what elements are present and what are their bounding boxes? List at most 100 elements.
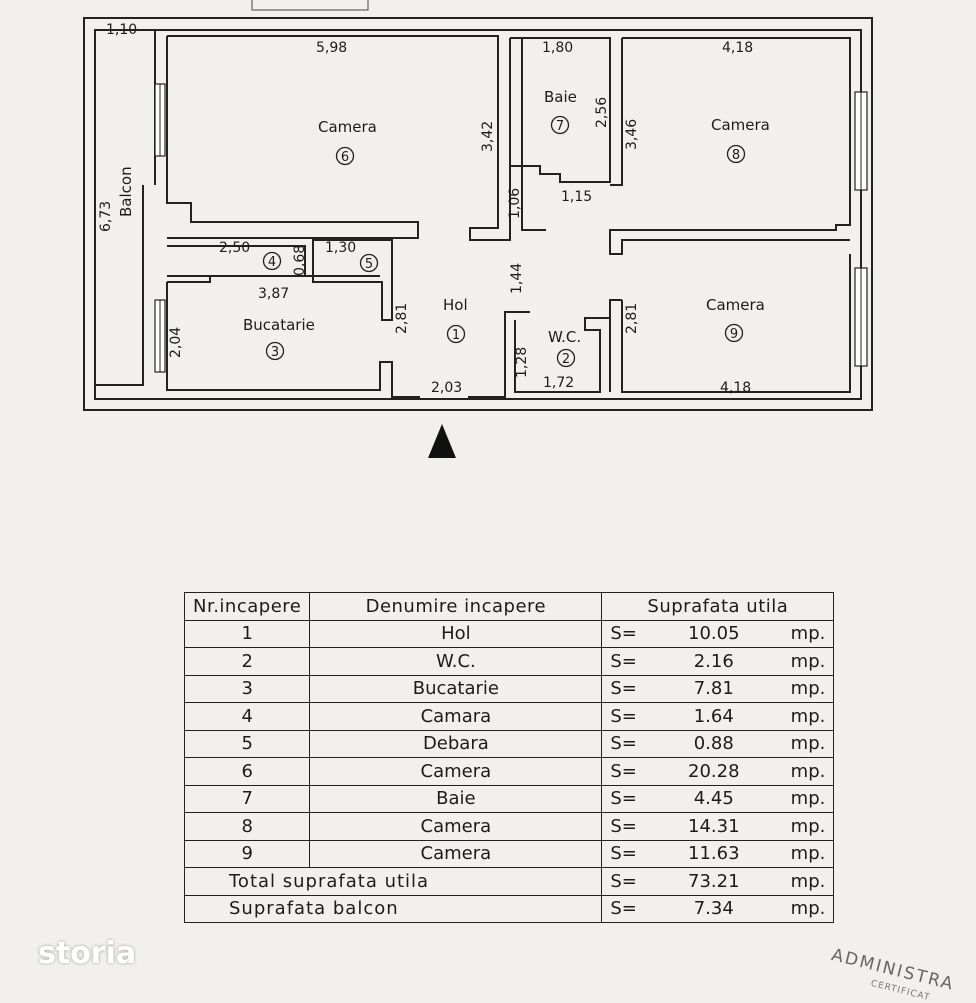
area-symbol: S= [610,788,637,810]
room-name-cell: Baie [309,784,603,813]
room-area-table: Nr.incapere Denumire incapere Suprafata … [183,592,835,923]
area-symbol: S= [610,815,637,837]
room-label-2: W.C. [548,328,581,346]
area-unit: mp. [790,623,826,645]
dim-bath-lower-w: 1,15 [561,189,592,205]
area-cell: S= 10.05 mp. [601,619,835,648]
area-cell: S= 20.28 mp. [601,757,835,786]
room-number-2: 2 [562,352,570,367]
room-label-7: Baie [544,88,577,106]
room-number-7: 7 [556,119,564,134]
area-value: 14.31 [688,815,740,837]
area-symbol: S= [610,870,637,892]
dim-room9-width: 4,18 [720,380,751,396]
header-room-number: Nr.incapere [183,592,311,621]
room-number-5: 5 [365,257,373,272]
area-unit: mp. [790,898,826,920]
area-value: 7.81 [693,678,734,700]
area-value: 20.28 [688,760,740,782]
area-value: 10.05 [688,623,740,645]
area-unit: mp. [790,815,826,837]
dim-closet-width: 1,30 [325,240,356,256]
area-value: 0.88 [693,733,734,755]
room-number-cell: 2 [183,647,311,676]
dim-room8-height: 3,46 [624,119,640,150]
room-label-9: Camera [706,296,765,314]
room-number-cell: 3 [183,674,311,703]
dim-room6-height: 3,42 [480,121,496,152]
room-number-cell: 6 [183,757,311,786]
room-name-cell: Camera [309,812,603,841]
dim-pantry-width: 2,50 [219,240,250,256]
dim-wc-height: 1,28 [514,347,530,378]
area-cell: S= 7.81 mp. [601,674,835,703]
table-row: 7 Baie S= 4.45 mp. [183,784,835,813]
floor-plan: 1,10 6,73 5,98 3,42 1,80 2,56 4,18 3,46 … [83,0,873,458]
dim-bath-width: 1,80 [542,40,573,56]
room-name-cell: Bucatarie [309,674,603,703]
dim-kitchen-width: 3,87 [258,286,289,302]
total-row: Total suprafata utila S= 73.21 mp. [183,867,835,896]
room-number-cell: 7 [183,784,311,813]
dim-room8-width: 4,18 [722,40,753,56]
room-number-cell: 8 [183,812,311,841]
area-cell: S= 14.31 mp. [601,812,835,841]
room-number-cell: 1 [183,619,311,648]
dim-bath-lower-h: 1,06 [507,188,523,219]
area-unit: mp. [790,650,826,672]
area-value: 11.63 [688,843,740,865]
area-symbol: S= [610,623,637,645]
area-value: 7.34 [693,898,734,920]
room-name-cell: Hol [309,619,603,648]
area-cell: S= 4.45 mp. [601,784,835,813]
room-name-cell: Camera [309,839,603,868]
area-value: 4.45 [693,788,734,810]
area-symbol: S= [610,843,637,865]
room-name-cell: Camara [309,702,603,731]
table-row: 3 Bucatarie S= 7.81 mp. [183,674,835,703]
area-symbol: S= [610,760,637,782]
area-unit: mp. [790,870,826,892]
total-usable-label: Total suprafata utila [183,867,603,896]
balcony-area-cell: S= 7.34 mp. [601,894,835,923]
storia-watermark-logo: storia [38,936,137,971]
area-unit: mp. [790,705,826,727]
area-value: 1.64 [693,705,734,727]
room-label-1: Hol [443,296,468,314]
dim-balcony-top: 1,10 [106,22,137,38]
room-number-4: 4 [268,255,276,270]
dim-kitchen-height: 2,04 [168,327,184,358]
area-unit: mp. [790,678,826,700]
dim-hall-mid: 1,44 [509,263,525,294]
area-unit: mp. [790,843,826,865]
area-unit: mp. [790,788,826,810]
dim-balcony-height: 6,73 [98,201,114,232]
room-name-cell: Camera [309,757,603,786]
area-symbol: S= [610,678,637,700]
area-value: 73.21 [688,870,740,892]
room-number-1: 1 [452,328,460,343]
area-symbol: S= [610,898,637,920]
room-label-3: Bucatarie [243,316,315,334]
entrance-arrow-icon [428,424,456,458]
table-row: 1 Hol S= 10.05 mp. [183,619,835,648]
dim-room6-width: 5,98 [316,40,347,56]
dim-bath-height: 2,56 [594,97,610,128]
room-name-cell: W.C. [309,647,603,676]
room-number-cell: 9 [183,839,311,868]
area-unit: mp. [790,760,826,782]
area-unit: mp. [790,733,826,755]
dim-room9-height: 2,81 [624,303,640,334]
area-cell: S= 11.63 mp. [601,839,835,868]
area-symbol: S= [610,650,637,672]
room-number-9: 9 [730,327,738,342]
total-area-cell: S= 73.21 mp. [601,867,835,896]
room-number-6: 6 [341,150,349,165]
